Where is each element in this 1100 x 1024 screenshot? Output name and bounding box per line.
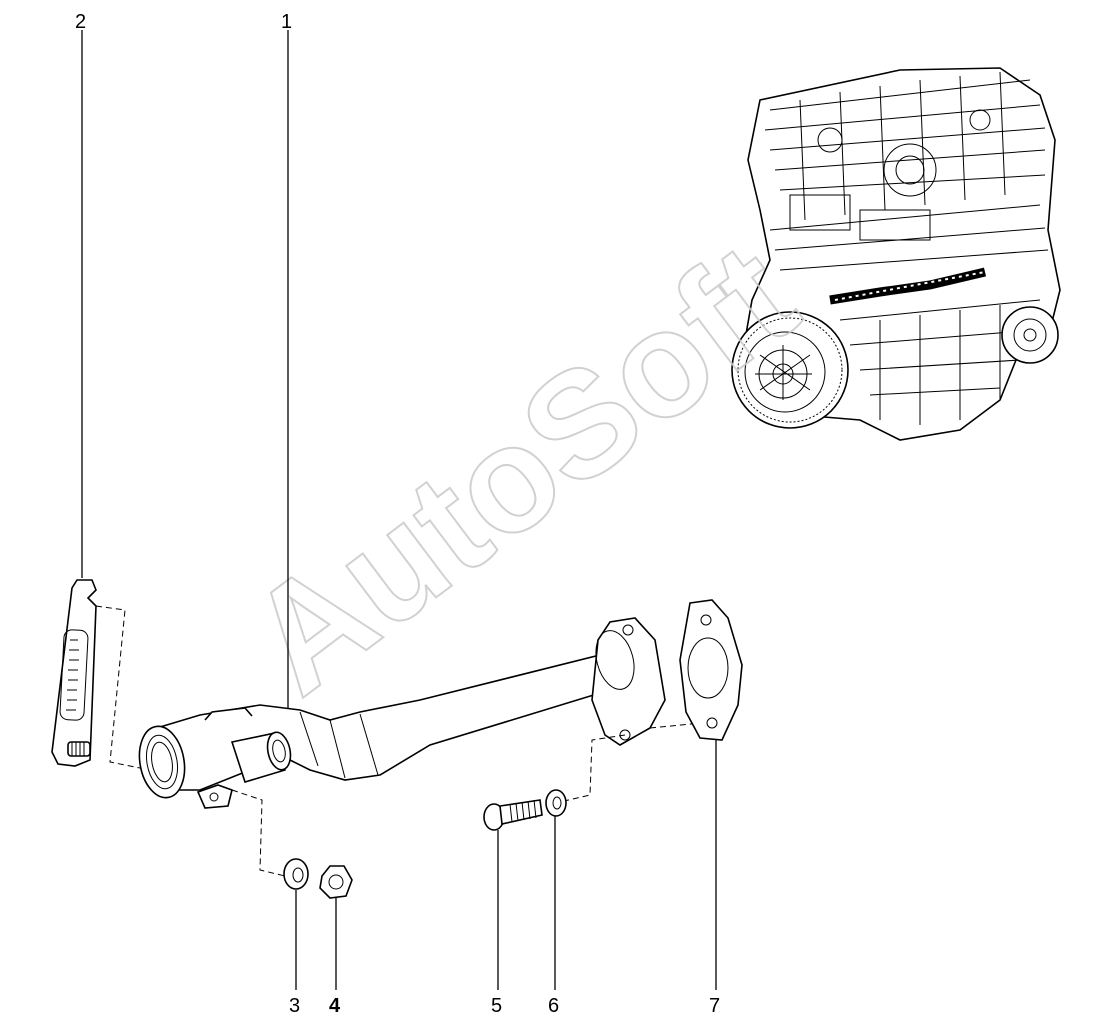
- engine-illustration: [731, 67, 1061, 441]
- callout-1: 1: [281, 11, 292, 33]
- callout-6: 6: [548, 995, 559, 1017]
- part-1-pipe: [138, 617, 713, 877]
- part-5-bolt: [483, 799, 543, 831]
- callout-labels: 2 1 3 4 5 6 7: [75, 11, 720, 1017]
- callout-7: 7: [709, 995, 720, 1017]
- part-7-gasket: [679, 599, 743, 741]
- part-3-washer: [283, 858, 309, 890]
- leader-lines: [81, 30, 717, 990]
- part-4-nut: [319, 865, 353, 899]
- part-6-washer: [545, 789, 567, 817]
- callout-4: 4: [329, 995, 341, 1017]
- callout-2: 2: [75, 11, 86, 33]
- callout-5: 5: [491, 995, 502, 1017]
- part-2-bracket: [51, 579, 141, 769]
- callout-3: 3: [289, 995, 300, 1017]
